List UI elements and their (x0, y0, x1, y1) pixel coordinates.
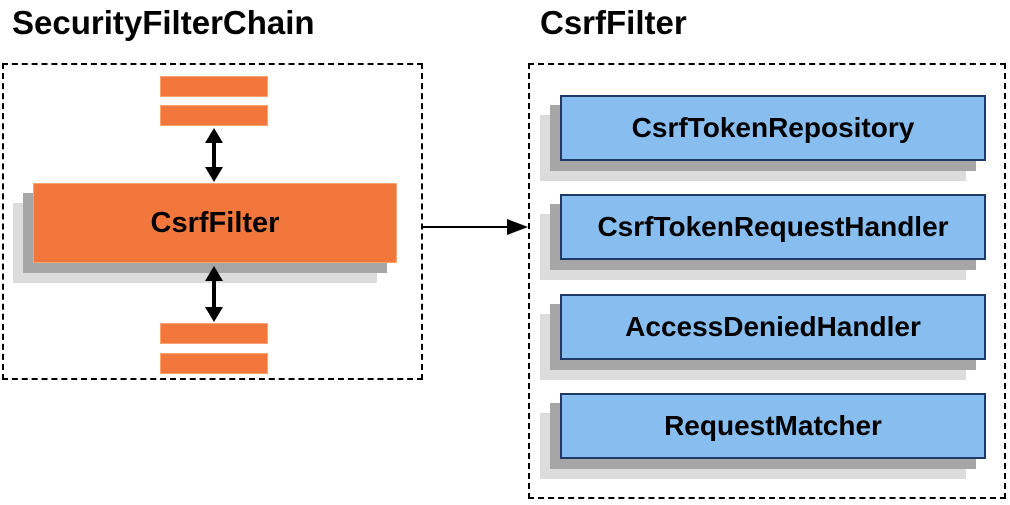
component-label: CsrfTokenRequestHandler (597, 211, 949, 242)
csrf-filter-box: CsrfFilter (33, 183, 397, 263)
filter-placeholder-bar-top-2 (160, 105, 268, 126)
filter-placeholder-bar-bottom-1 (160, 323, 268, 344)
filter-placeholder-bar-bottom-2 (160, 353, 268, 374)
component-box-csrf-token-repository: CsrfTokenRepository (560, 95, 986, 161)
component-box-csrf-token-request-handler: CsrfTokenRequestHandler (560, 194, 986, 260)
csrf-filter-container (528, 63, 1006, 499)
security-filter-chain-container (2, 63, 423, 380)
component-box-access-denied-handler: AccessDeniedHandler (560, 294, 986, 360)
component-label: AccessDeniedHandler (625, 311, 921, 342)
csrf-filter-title: CsrfFilter (540, 4, 687, 41)
flow-arrow-right (423, 219, 528, 235)
filter-placeholder-bar-top-1 (160, 76, 268, 97)
csrf-filter-box-label: CsrfFilter (150, 206, 280, 239)
component-box-request-matcher: RequestMatcher (560, 393, 986, 459)
bidirectional-arrow-top (205, 128, 223, 182)
security-filter-chain-title: SecurityFilterChain (12, 4, 315, 41)
bidirectional-arrow-bottom (205, 266, 223, 322)
component-label: CsrfTokenRepository (631, 112, 915, 143)
component-label: RequestMatcher (664, 410, 882, 441)
